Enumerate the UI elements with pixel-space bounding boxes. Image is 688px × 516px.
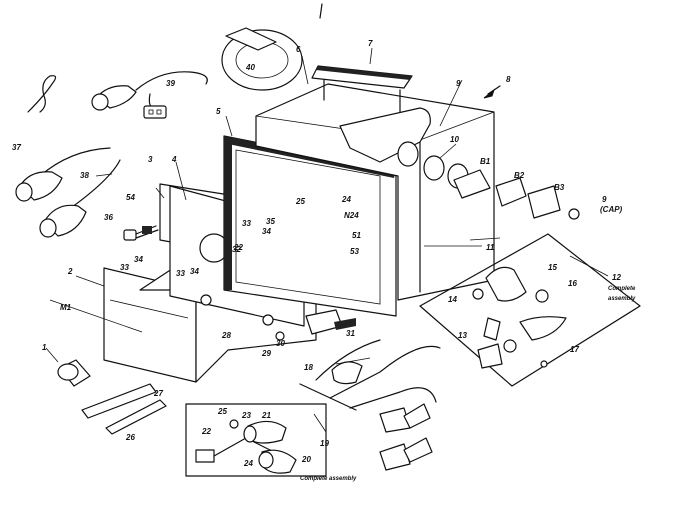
label-part-N24: N24 [344, 211, 359, 220]
label-part-25-upper: 25 [295, 197, 305, 206]
label-part-53: 53 [350, 247, 359, 256]
label-part-25-lower: 25 [217, 407, 227, 416]
label-part-39: 39 [166, 79, 175, 88]
part-number-labels: 1 2 3 4 5 6 7 8 9 9 (CAP) 10 11 12 Compl… [12, 39, 636, 482]
label-part-24-lower: 24 [243, 459, 253, 468]
label-part-29: 29 [261, 349, 271, 358]
label-complete-1: Complete [608, 286, 636, 292]
label-part-16: 16 [568, 279, 577, 288]
part-36-knob-shaft [123, 225, 159, 241]
part-27-probe [81, 383, 157, 419]
leader-lines [45, 47, 609, 433]
label-part-B1: B1 [480, 157, 491, 166]
part-8-arrow [483, 85, 501, 99]
label-part-22-upper: 22 [233, 243, 243, 252]
label-part-5: 5 [216, 107, 221, 116]
part-38-test-leads [15, 147, 121, 238]
label-part-54: 54 [126, 193, 135, 202]
label-part-84: 24 [341, 195, 351, 204]
label-part-40: 40 [245, 63, 255, 72]
label-part-18: 18 [304, 363, 313, 372]
label-part-11: 11 [486, 243, 495, 252]
part-7-handle [311, 65, 413, 117]
part-19-assembly-box [185, 403, 327, 477]
label-part-23: 23 [241, 411, 251, 420]
label-part-7: 7 [368, 39, 373, 48]
label-part-27: 27 [153, 389, 163, 398]
label-cap: (CAP) [600, 205, 623, 214]
part-12-assembly-box [419, 233, 641, 387]
label-part-31: 31 [346, 329, 355, 338]
label-part-14: 14 [448, 295, 457, 304]
label-part-15: 15 [548, 263, 557, 272]
label-part-38: 38 [80, 171, 89, 180]
label-part-34-a: 34 [262, 227, 271, 236]
label-part-34-b: 34 [134, 255, 143, 264]
part-31-connector [305, 309, 356, 335]
label-part-B2: B2 [514, 171, 525, 180]
part-9-tube-neck [339, 107, 580, 220]
part-18-leads [299, 339, 441, 471]
part-39-cord-with-plug [91, 71, 208, 119]
label-part-36: 36 [104, 213, 113, 222]
label-part-2: 2 [67, 267, 73, 276]
label-part-30: 30 [276, 339, 285, 348]
label-part-22-lower: 22 [201, 427, 211, 436]
label-assembly-1: assembly [608, 296, 636, 302]
label-part-B3: B3 [554, 183, 565, 192]
label-part-28: 28 [221, 331, 231, 340]
label-part-21: 21 [261, 411, 271, 420]
label-part-33-b: 33 [120, 263, 129, 272]
label-part-35: 35 [266, 217, 275, 226]
label-part-20: 20 [301, 455, 311, 464]
label-part-9-cap: 9 [602, 195, 607, 204]
label-part-51: 51 [352, 231, 361, 240]
label-part-6: 6 [296, 45, 301, 54]
label-part-32: 32 [232, 245, 241, 254]
top-tick-line [319, 3, 323, 19]
part-37-clip [27, 75, 57, 113]
label-part-33-a: 33 [242, 219, 251, 228]
label-part-4: 4 [171, 155, 177, 164]
label-part-10: 10 [450, 135, 459, 144]
label-part-13: 13 [458, 331, 467, 340]
part-26-probe [105, 399, 167, 435]
label-part-17: 17 [570, 345, 579, 354]
label-part-34-c: 34 [190, 267, 199, 276]
label-part-1: 1 [42, 343, 47, 352]
label-part-3: 3 [148, 155, 153, 164]
label-complete-assembly-2: Complete assembly [300, 476, 357, 482]
label-part-9-top: 9 [456, 79, 461, 88]
label-part-33-c: 33 [176, 269, 185, 278]
part-11-leader [469, 237, 501, 241]
label-part-19: 19 [320, 439, 329, 448]
label-part-26: 26 [125, 433, 135, 442]
part-40-tape-roll [221, 27, 303, 91]
label-part-M1: M1 [60, 303, 72, 312]
label-part-8: 8 [506, 75, 511, 84]
part-1-knob [57, 359, 91, 387]
label-part-12: 12 [612, 273, 621, 282]
label-part-37: 37 [12, 143, 21, 152]
